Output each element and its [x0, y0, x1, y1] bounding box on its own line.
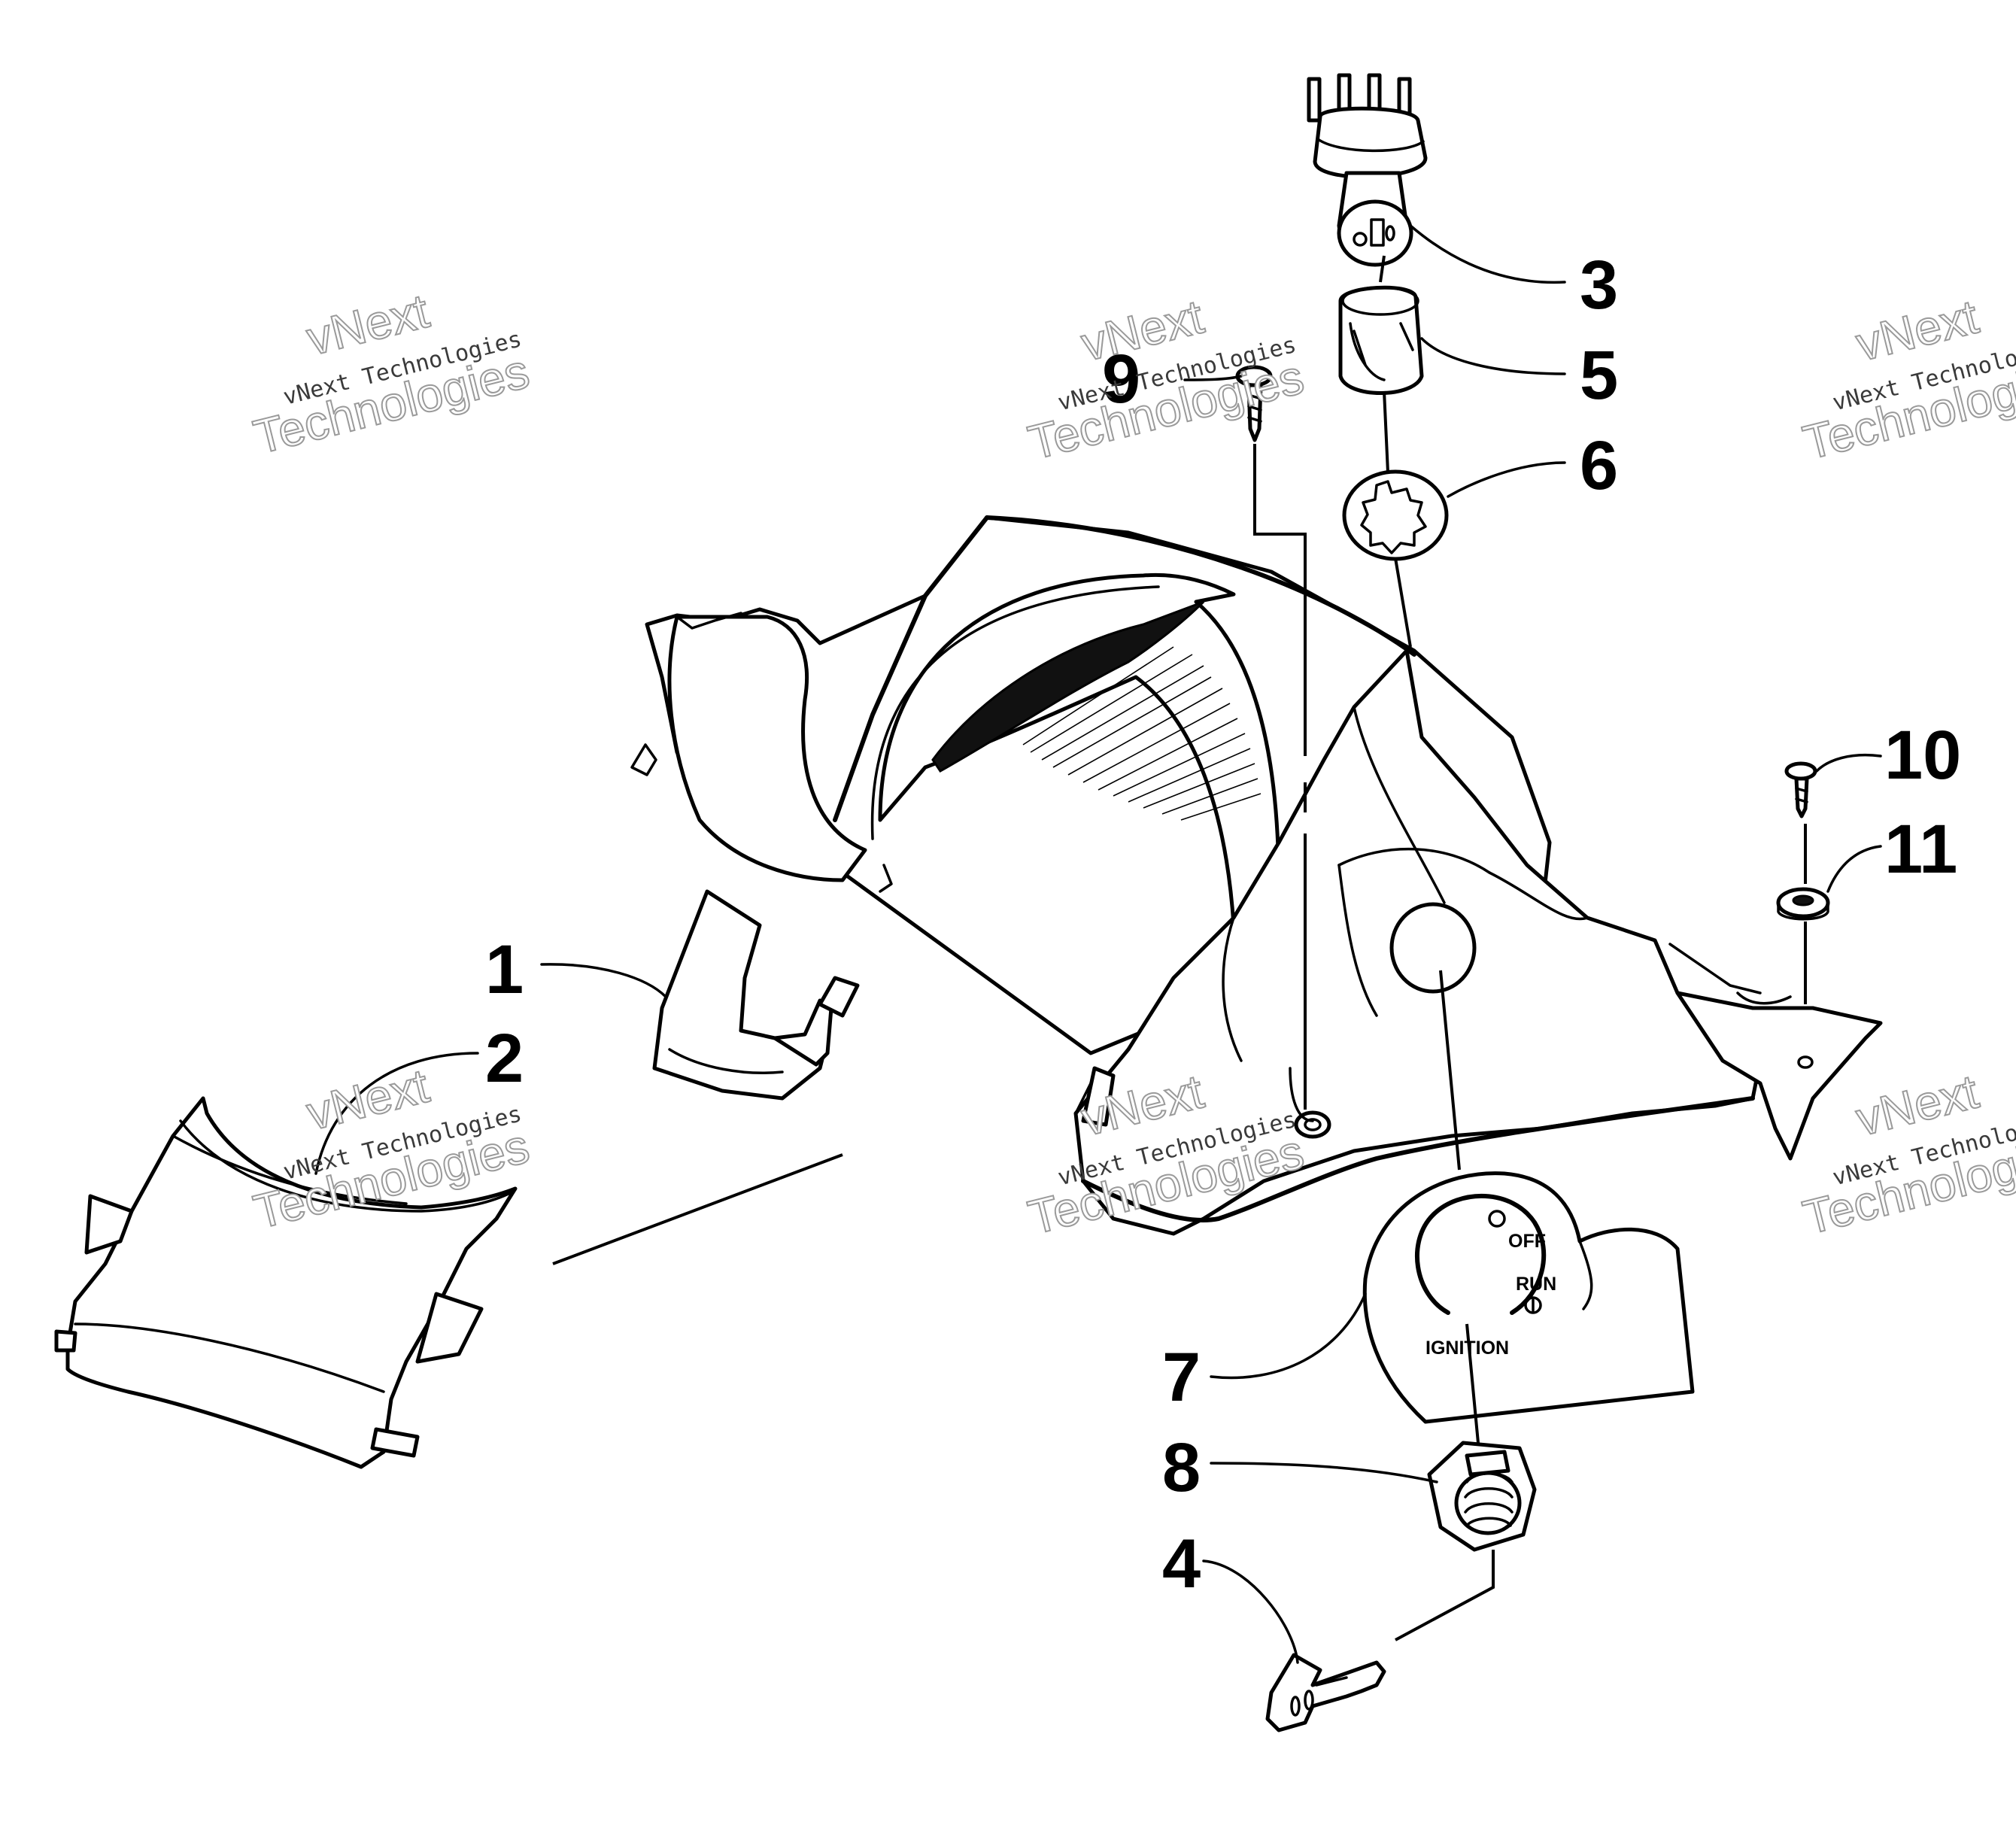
watermark-top-right: vNext Technologies vNext Technologies: [1797, 288, 2016, 470]
callout-10: 10: [1884, 717, 1961, 794]
ignition-key: [1265, 1653, 1386, 1732]
watermark-top-left: vNext Technologies vNext Technologies: [247, 283, 535, 465]
callout-7: 7: [1162, 1339, 1201, 1416]
plate-label-run: RUN: [1516, 1274, 1556, 1295]
callout-9: 9: [1102, 341, 1140, 418]
front-cover: [54, 1096, 518, 1469]
switch-retainer: [1338, 285, 1424, 395]
callout-5: 5: [1580, 337, 1618, 414]
callout-labels: 1 2 3 4 5 6 7 8 9 10 11: [485, 247, 1961, 1602]
callout-1: 1: [485, 931, 524, 1008]
callout-6: 6: [1580, 427, 1618, 504]
screw-10: [1784, 761, 1817, 818]
hex-nut: [1427, 1441, 1537, 1552]
assembly-axes: [552, 255, 1807, 1641]
leader-lines: [314, 224, 1882, 1664]
callout-3: 3: [1580, 247, 1618, 323]
callout-8: 8: [1162, 1429, 1201, 1506]
callout-11: 11: [1884, 811, 1957, 888]
watermark-top-center: vNext Technologies vNext Technologies: [1022, 288, 1310, 470]
ignition-switch: [1307, 73, 1428, 267]
arch-interior-hatching: [1022, 646, 1262, 821]
star-lock-washer: [1342, 469, 1449, 561]
callout-2: 2: [485, 1020, 524, 1097]
ignition-decal-plate: OFF RUN IGNITION: [1362, 1171, 1695, 1424]
washer-11: [1776, 887, 1830, 921]
plate-label-off: OFF: [1508, 1231, 1546, 1252]
console-housing: [630, 515, 1883, 1236]
callout-4: 4: [1162, 1526, 1201, 1602]
